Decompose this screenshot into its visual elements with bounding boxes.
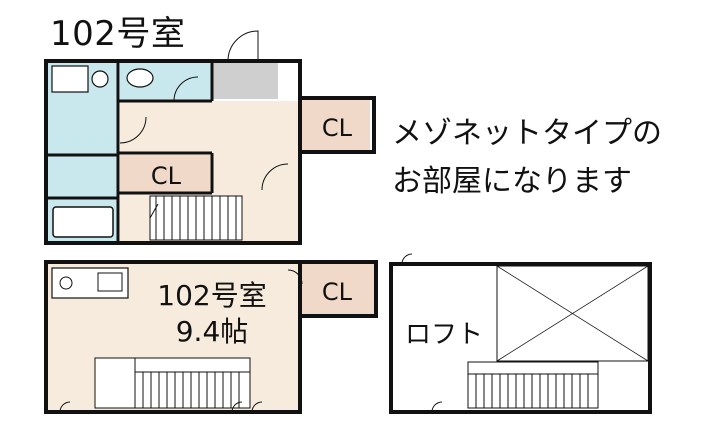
main-room-size-label: 9.4帖 bbox=[176, 315, 249, 348]
loft-label: ロフト bbox=[405, 320, 483, 350]
upper-doors bbox=[119, 30, 289, 191]
main-room-name-label: 102号室 bbox=[157, 279, 266, 312]
closet-upper-mid-label: CL bbox=[151, 162, 182, 190]
kitchen-sink-icon bbox=[97, 272, 123, 292]
stairs-loft bbox=[467, 361, 599, 409]
closet-lower-label: CL bbox=[322, 278, 353, 306]
closet-lower bbox=[300, 264, 374, 314]
maisonette-note: メゾネットタイプの お部屋になります bbox=[392, 110, 662, 206]
unit-title: 102号室 bbox=[50, 14, 186, 54]
lower-floor bbox=[44, 260, 378, 414]
upper-floor bbox=[44, 30, 376, 245]
toilet-icon bbox=[126, 68, 154, 88]
closet-upper-right-label: CL bbox=[322, 114, 353, 142]
lower-doors bbox=[59, 269, 303, 413]
lower-walls bbox=[44, 260, 378, 414]
stairs-upper bbox=[149, 195, 243, 241]
stove-icon bbox=[59, 276, 73, 290]
loft-door-lower bbox=[431, 401, 443, 413]
closet-upper-mid bbox=[120, 155, 210, 193]
sink-bowl-icon bbox=[91, 70, 109, 88]
upper-walls bbox=[44, 59, 376, 245]
loft-door bbox=[401, 253, 413, 265]
entrance bbox=[212, 63, 278, 99]
closet-upper-right bbox=[300, 100, 370, 150]
note-line-2: お部屋になります bbox=[392, 164, 632, 199]
washbasin-icon bbox=[51, 65, 89, 93]
bathtub-icon bbox=[52, 206, 114, 238]
note-line-1: メゾネットタイプの bbox=[392, 116, 662, 151]
stairs-lower bbox=[94, 357, 251, 409]
loft-floor bbox=[389, 253, 652, 414]
